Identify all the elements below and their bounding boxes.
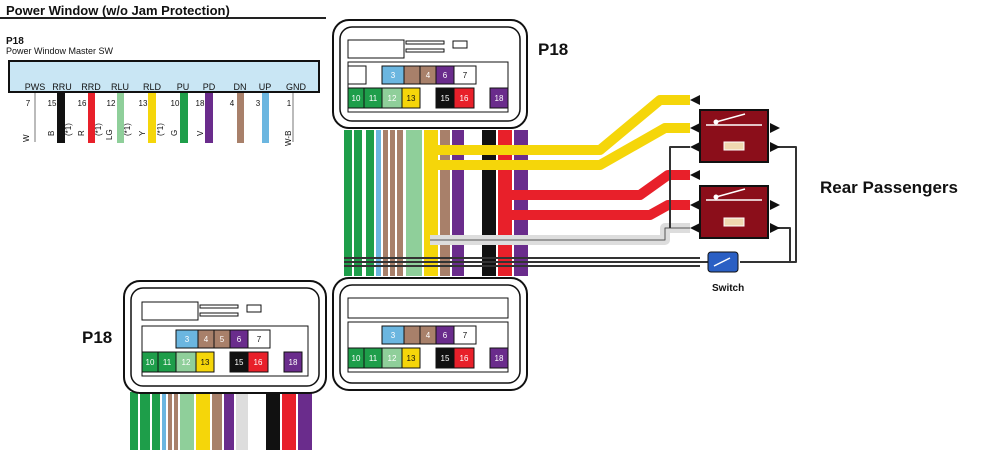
switch-label: Switch (712, 283, 745, 294)
cavity-label: 13 (407, 94, 416, 103)
signal-dn: DN (233, 82, 247, 92)
title-rule (0, 17, 326, 19)
cavity-label: 4 (426, 331, 431, 340)
cavity-label: 13 (407, 354, 416, 363)
cavity-label: 10 (146, 358, 155, 367)
signal-pws: PWS (24, 82, 46, 92)
pin-number: 13 (138, 99, 148, 108)
pin-number: 7 (25, 99, 31, 108)
signal-pu: PU (176, 82, 190, 92)
pin-leads (34, 93, 294, 143)
cavity-label: 3 (391, 331, 396, 340)
cavity-label: 7 (463, 71, 468, 80)
cavity-label: 11 (369, 354, 378, 363)
diagram-title: Power Window (w/o Jam Protection) (6, 3, 230, 18)
connector-label-lower: P18 (82, 328, 113, 347)
switch-icon (707, 251, 739, 273)
signal-gnd: GND (286, 82, 306, 92)
cavity-label: 11 (369, 94, 378, 103)
signal-rru: RRU (52, 82, 72, 92)
connector-name: Power Window Master SW (6, 46, 114, 56)
cavity-label: 7 (257, 335, 262, 344)
cavity-label: 4 (426, 71, 431, 80)
rear-passengers-label: Rear Passengers (820, 178, 958, 197)
cavity-label: 16 (460, 354, 469, 363)
cavity-label: 18 (289, 358, 298, 367)
cavity-label: 3 (391, 71, 396, 80)
lower-cavity-labels: 3 4 5 6 7 10 11 12 13 15 16 18 (146, 335, 298, 367)
cavity-label: 18 (495, 94, 504, 103)
cavity-label: 12 (388, 354, 397, 363)
cavity-label: 18 (495, 354, 504, 363)
middle-cavity-labels: 3 4 6 7 10 11 12 13 15 16 18 (352, 331, 504, 363)
cavity-label: 15 (235, 358, 244, 367)
cavity-label: 4 (204, 335, 209, 344)
connector-view-middle (332, 277, 528, 391)
top-cavity-labels: 3 4 6 7 10 11 12 13 15 16 18 (352, 71, 504, 103)
pin-number: 18 (195, 99, 205, 108)
harness-lower (130, 392, 312, 450)
signal-rld: RLD (142, 82, 162, 92)
cavity-label: 15 (441, 94, 450, 103)
cavity-label: 12 (182, 358, 191, 367)
pin-number: 4 (229, 99, 235, 108)
cavity-label: 16 (460, 94, 469, 103)
cavity-label: 10 (352, 354, 361, 363)
signal-rlu: RLU (110, 82, 130, 92)
pin-number: 16 (77, 99, 87, 108)
pin-number: 15 (47, 99, 57, 108)
connector-view-top (332, 19, 528, 129)
cavity-label: 10 (352, 94, 361, 103)
master-switch-pin-box (8, 60, 320, 93)
cavity-label: 6 (237, 335, 242, 344)
cavity-label: 12 (388, 94, 397, 103)
connector-view-lower (123, 280, 327, 394)
signal-up: UP (258, 82, 272, 92)
cavity-label: 11 (163, 358, 172, 367)
connector-id: P18 (6, 36, 24, 47)
pin-number: 10 (170, 99, 180, 108)
cavity-label: 15 (441, 354, 450, 363)
cavity-label: 6 (443, 331, 448, 340)
cavity-label: 6 (443, 71, 448, 80)
pin-number: 12 (106, 99, 116, 108)
pin-number: 1 (286, 99, 292, 108)
connector-label-top: P18 (538, 40, 569, 59)
rear-relay-lower (690, 170, 780, 239)
branch-wires (344, 95, 797, 267)
cavity-label: 7 (463, 331, 468, 340)
signal-pd: PD (202, 82, 216, 92)
cavity-label: 3 (185, 335, 190, 344)
cavity-label: 13 (201, 358, 210, 367)
cavity-label: 16 (254, 358, 263, 367)
rear-relay-upper (690, 95, 780, 163)
cavity-label: 5 (220, 335, 225, 344)
pin-number: 3 (255, 99, 261, 108)
signal-rrd: RRD (81, 82, 101, 92)
